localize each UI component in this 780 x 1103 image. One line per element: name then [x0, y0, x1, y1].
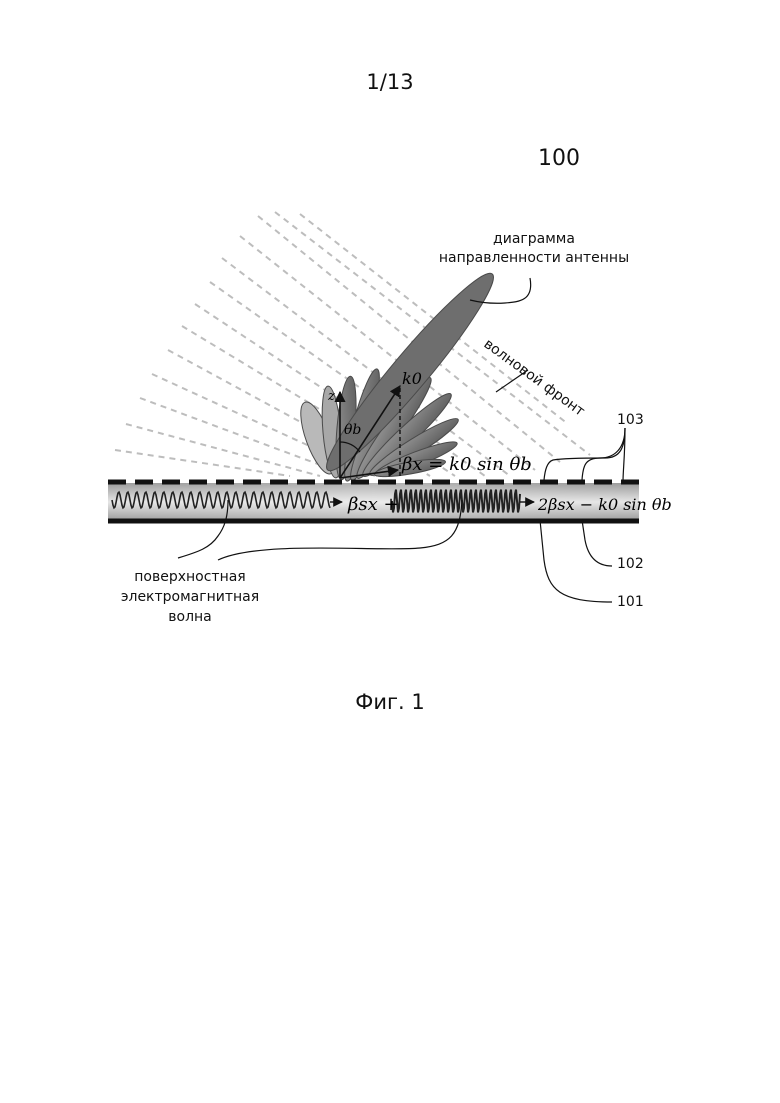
surface-wave-label: поверхностная электромагнитная волна — [100, 567, 280, 627]
antenna-pattern-label: диаграмма направленности антенны — [436, 230, 632, 268]
k0-label: k0 — [402, 369, 422, 388]
figure-reference-number: 100 — [538, 146, 580, 171]
reference-103: 103 — [617, 412, 644, 428]
z-axis-label: z — [327, 389, 335, 404]
radiation-pattern — [294, 262, 506, 484]
reference-101: 101 — [617, 594, 644, 610]
beta-sx-plus-label: βsx + — [347, 494, 399, 515]
reference-102: 102 — [617, 556, 644, 572]
page-number: 1/13 — [0, 70, 780, 94]
theta-b-label: θb — [344, 422, 361, 438]
two-beta-formula: 2βsx − k0 sin θb — [537, 495, 672, 514]
figure-caption: Фиг. 1 — [0, 690, 780, 714]
beta-x-formula: βx = k0 sin θb — [401, 454, 532, 475]
